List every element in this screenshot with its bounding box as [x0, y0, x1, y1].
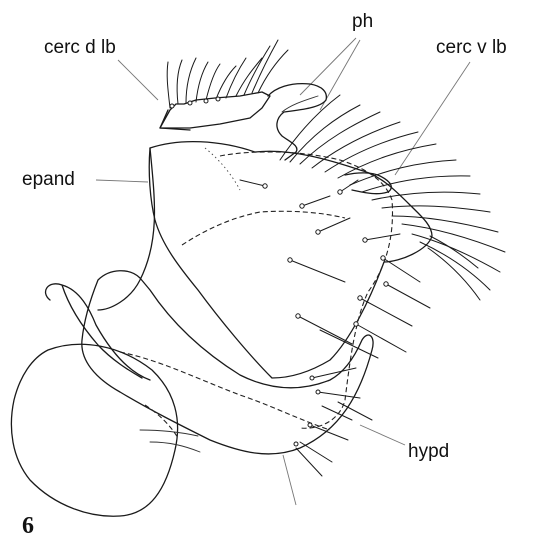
leader-ph-1: [300, 38, 356, 95]
label-ph: ph: [352, 12, 373, 31]
internal-structure-dotted: [205, 148, 240, 190]
label-cerc-d-lb: cerc d lb: [44, 38, 116, 57]
label-hypd: hypd: [408, 442, 449, 461]
internal-structure-3: [120, 352, 330, 430]
label-epand: epand: [22, 170, 75, 189]
label-cerc-v-lb: cerc v lb: [436, 38, 507, 57]
leader-cerc-d-lb: [118, 60, 158, 100]
leader-epand: [96, 180, 148, 182]
cercus-dorsal-lobe: [160, 92, 270, 128]
figure-number: 6: [22, 514, 34, 538]
cercus-ventral-process: [345, 173, 391, 194]
hypandrium-rear: [62, 285, 142, 378]
hypandrium-lobe: [46, 284, 150, 380]
internal-structure-2: [182, 211, 345, 245]
surstylus-detail: [140, 430, 200, 452]
leader-cerc-v-lb: [395, 62, 470, 175]
dorsal-lobe-setae: [167, 40, 288, 108]
leader-hypd: [360, 425, 405, 445]
leader-bottom: [283, 455, 296, 505]
